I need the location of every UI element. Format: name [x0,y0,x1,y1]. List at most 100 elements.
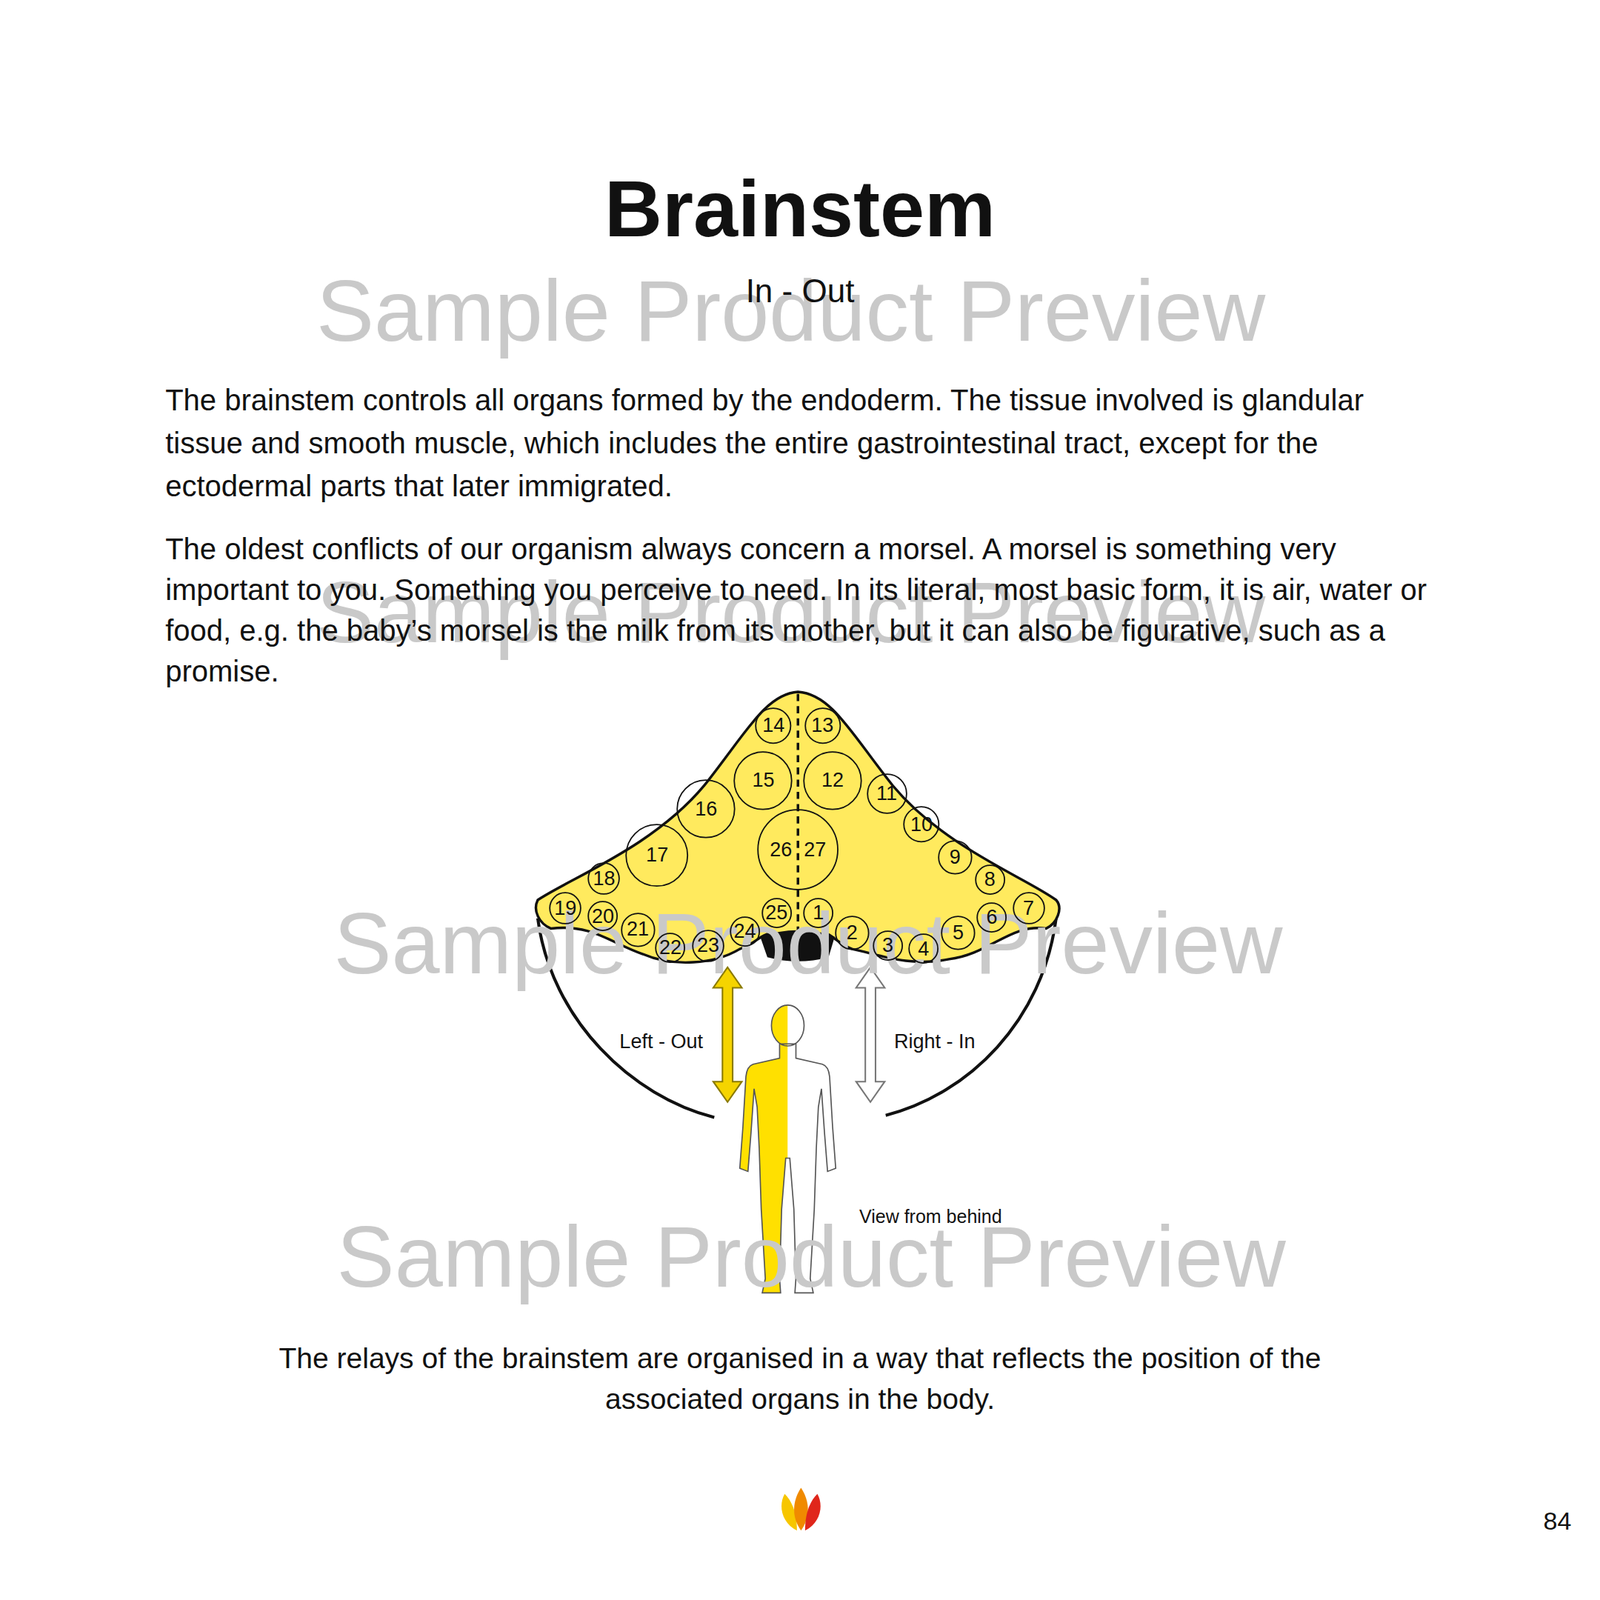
relay-circle: 9 [937,840,973,875]
callout-number: 16 [694,799,718,820]
circle-outline [757,808,839,891]
circle-line [734,751,792,809]
relay-circle: 4 [908,933,939,964]
relay-circle: 16 [676,779,736,839]
relay-circle: 5 [940,915,976,951]
label-box: 84 [1543,1505,1572,1536]
callout-number: 7 [1022,898,1035,919]
callout-number: 19 [554,898,577,919]
circle-line [803,898,833,928]
callout-number: 8 [984,869,996,890]
relay-circle: 11 [866,773,908,815]
body-paragraph: The brainstem controls all organs formed… [165,378,1440,508]
relay-circle: 7 [1012,891,1046,925]
relay-circle: 22 [654,932,686,963]
callout-number: 23 [697,935,720,956]
callout-number: 18 [592,868,615,889]
logo [781,1487,821,1531]
title-box: Brainstem [604,165,996,254]
callout-number: 26 [769,840,792,860]
caption-box: The relays of the brainstem are organise… [274,1337,1326,1420]
label-box: The oldest conflicts of our organism alw… [165,528,1440,692]
circle-line [621,913,655,946]
relay-circle: 25 [761,897,792,929]
callout-number: 10 [910,814,933,835]
relay-circle: 2 [834,915,870,951]
relay-circle: 20 [587,900,618,932]
circle-line [941,916,975,949]
circle-line [867,774,907,814]
callout-number: 11 [876,783,898,804]
callout-number: 13 [811,715,834,736]
callout-number: 2 [846,922,858,943]
circle-line [938,840,972,874]
relay-circle: 6 [976,902,1007,933]
callout-number: 20 [591,906,615,927]
circle-line [588,862,620,895]
callout-number: 27 [803,840,826,860]
callout-number: 1 [812,902,824,923]
callout-number: 4 [917,939,929,960]
relay-circle: 3 [872,930,903,961]
circle-line [692,930,724,962]
relay-circle: 13 [804,707,842,745]
label-box: Sample Product Preview [333,891,1283,996]
subtitle: In - Out [745,271,855,311]
view-note: View from behind [859,1205,1003,1228]
circle-line [1013,892,1045,924]
relay-circle: 12 [802,751,863,811]
relay-circle: 21 [620,912,656,948]
circle-line [677,780,735,838]
relay-circle: 15 [733,751,793,811]
relay-circle: 10 [902,805,940,843]
circle-line [835,916,869,949]
callout-number: 5 [952,922,964,943]
circle-line [762,898,792,928]
circle-line [549,892,581,924]
callout-number: 3 [882,935,894,956]
relay-circle: 19 [548,891,582,925]
circle-line [873,931,903,961]
relay-circle: 8 [974,864,1006,895]
arrow-label: Right - In [894,1029,976,1054]
circle-line [656,933,686,963]
label-box: Right - In [894,1029,976,1054]
relay-circle: 1 [802,897,834,929]
circle-line [977,902,1007,932]
circle-line [803,751,861,809]
label-box: Left - Out [619,1029,703,1054]
body-paragraph: The oldest conflicts of our organism alw… [165,528,1440,692]
circle-line [588,902,618,932]
relay-circle: 18 [587,862,620,895]
callout-number: 6 [985,907,998,928]
callout-number: 17 [645,845,669,866]
circle-line [730,917,760,946]
arrow-label: Left - Out [619,1029,703,1054]
circle-line [756,708,792,743]
caption: The relays of the brainstem are organise… [274,1337,1326,1420]
watermark: Sample Product Preview [337,1205,1286,1309]
callout-number: 25 [765,902,788,923]
relay-circle: 14 [754,707,792,745]
watermark: Sample Product Preview [333,891,1283,996]
relay-circle: 23 [691,929,725,963]
label-box: The brainstem controls all organs formed… [165,378,1440,508]
label-box: In - Out [745,271,855,311]
label-box: View from behind [859,1205,1003,1228]
callout-number: 15 [751,770,775,791]
callout-number: 12 [821,770,844,791]
relay-circle: 24 [729,916,760,947]
callout-number: 9 [949,847,961,868]
page-number: 84 [1543,1505,1572,1536]
circle-line [626,824,689,886]
title: Brainstem [604,165,996,254]
circle-line [975,865,1005,895]
callout-number: 21 [626,919,649,940]
callout-number: 24 [734,921,757,942]
circle-line [805,708,840,743]
callout-number: 22 [659,937,682,958]
circle-line [908,934,938,964]
label-box: Sample Product Preview [337,1205,1286,1309]
callout-number: 14 [762,715,785,736]
